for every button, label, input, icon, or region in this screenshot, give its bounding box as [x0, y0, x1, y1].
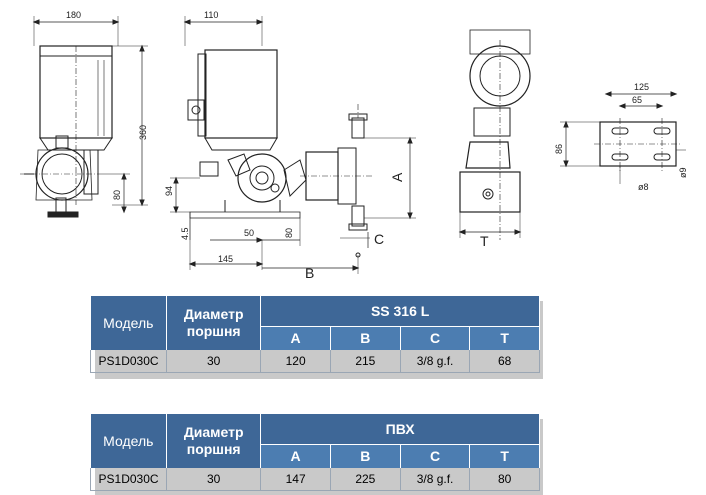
- value-C: 3/8 g.f.: [399, 468, 470, 491]
- material-header: SS 316 L: [260, 296, 540, 327]
- dim-dia-9: ø9: [678, 167, 688, 178]
- dim-110: 110: [204, 10, 218, 20]
- dim-94: 94: [164, 186, 174, 196]
- dim-B: B: [305, 265, 314, 281]
- value-T: 68: [469, 350, 540, 373]
- value-B: 215: [329, 350, 401, 373]
- material-header: ПВХ: [260, 414, 540, 445]
- model-cell: PS1D030C: [89, 468, 167, 491]
- dim-145: 145: [218, 254, 233, 264]
- col-header-A: A: [260, 444, 331, 468]
- col-header-B: B: [330, 444, 401, 468]
- dim-180: 180: [66, 10, 81, 20]
- spec-table-pvc: Модель Диаметр поршня ПВХ A B C T PS1D03…: [89, 414, 540, 491]
- col-header-C: C: [400, 444, 471, 468]
- table-row: PS1D030C 30 120 215 3/8 g.f. 68: [89, 350, 540, 373]
- diameter-header: Диаметр поршня: [166, 296, 262, 350]
- value-A: 120: [260, 350, 331, 373]
- value-B: 225: [329, 468, 401, 491]
- base-plate-view: 125 65 86 ø8 ø9: [554, 82, 688, 192]
- dim-80-left: 80: [112, 190, 122, 200]
- diameter-cell: 30: [166, 350, 261, 373]
- col-header-T: T: [469, 326, 540, 350]
- model-header: Модель: [90, 296, 168, 350]
- value-C: 3/8 g.f.: [399, 350, 470, 373]
- dim-A: A: [389, 172, 405, 182]
- value-A: 147: [260, 468, 331, 491]
- technical-drawing: 180 360 80: [20, 10, 688, 281]
- dim-360: 360: [138, 125, 148, 140]
- dim-125: 125: [634, 82, 649, 92]
- col-header-B: B: [330, 326, 401, 350]
- model-header: Модель: [90, 414, 168, 468]
- model-cell: PS1D030C: [89, 350, 167, 373]
- table-row: PS1D030C 30 147 225 3/8 g.f. 80: [89, 468, 540, 491]
- spec-table-ss316l: Модель Диаметр поршня SS 316 L A B C T P…: [89, 296, 540, 373]
- dim-86: 86: [554, 144, 564, 154]
- diameter-cell: 30: [166, 468, 261, 491]
- rear-view: T: [458, 29, 531, 249]
- side-view: 180 360 80: [20, 10, 148, 218]
- dim-dia-8: ø8: [638, 182, 649, 192]
- front-view: 110 94: [164, 10, 416, 281]
- dim-80-mid: 80: [284, 228, 294, 238]
- value-T: 80: [469, 468, 540, 491]
- dim-4-5: 4.5: [180, 227, 190, 240]
- col-header-T: T: [469, 444, 540, 468]
- dim-65: 65: [632, 95, 642, 105]
- diameter-header: Диаметр поршня: [166, 414, 262, 468]
- col-header-C: C: [400, 326, 471, 350]
- col-header-A: A: [260, 326, 331, 350]
- dim-T: T: [480, 233, 489, 249]
- dim-50: 50: [244, 228, 254, 238]
- dim-C: C: [374, 231, 384, 247]
